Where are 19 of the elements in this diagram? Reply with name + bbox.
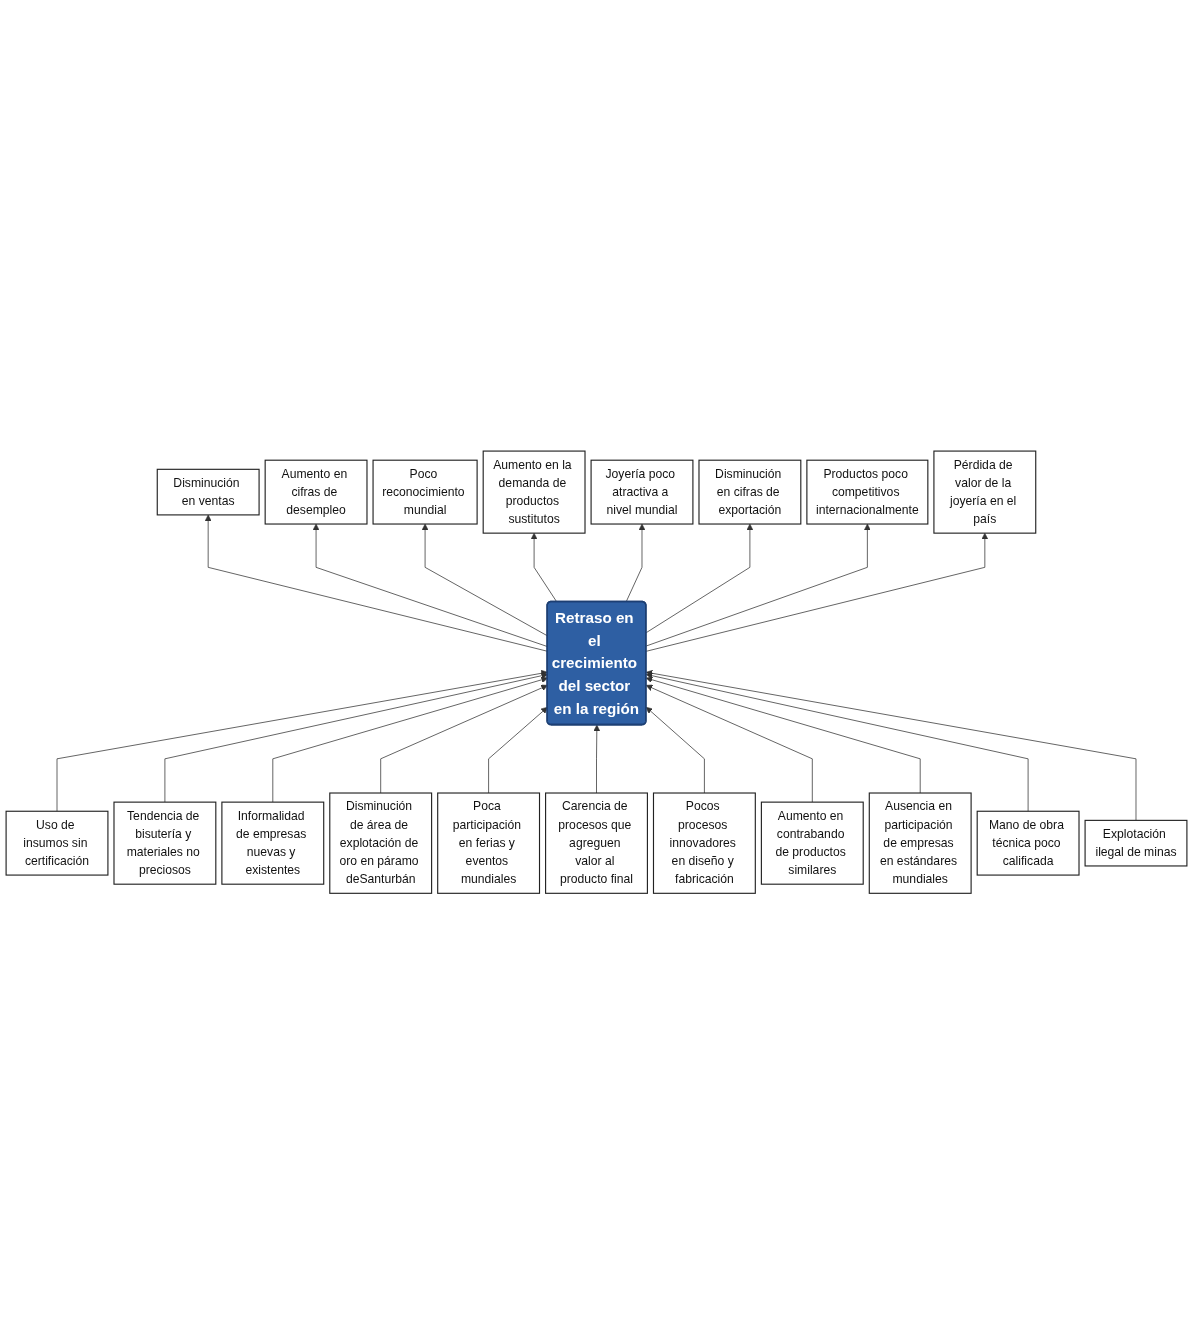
node-box: Mano de obra técnica poco calificada — [976, 810, 1080, 876]
node-box: Pérdida de valor de la joyería en el país — [933, 450, 1037, 534]
node-box: Productos poco competitivos internacionalmente — [806, 459, 929, 525]
node-box: Poca participación en ferias y eventos mundiales — [437, 792, 541, 894]
node-box: Aumento en cifras de desempleo — [264, 459, 368, 525]
node-box: Ausencia en participación de empresas en estándares mundiales — [868, 792, 972, 894]
node-box: Pocos procesos innovadores en diseño y fabricación — [652, 792, 756, 894]
node-box: Explotación ilegal de minas — [1084, 819, 1188, 867]
node-box: Disminución en ventas — [156, 468, 260, 516]
node-box: Carencia de procesos que agreguen valor al producto final — [545, 792, 648, 894]
node-box: Joyería poco atractiva a nivel mundial — [590, 459, 694, 525]
node-box: Poco reconocimiento mundial — [372, 459, 478, 525]
node-box: Disminución en cifras de exportación — [698, 459, 802, 525]
node-box: Uso de insumos sin certificación — [5, 810, 109, 876]
node-box: Informalidad de empresas nuevas y existentes — [221, 801, 325, 885]
node-box: Aumento en la demanda de productos sustitutos — [482, 450, 586, 534]
node-box: Aumento en contrabando de productos similares — [760, 801, 864, 885]
node-box: Disminución de área de explotación de oro en páramo deSanturbán — [329, 792, 433, 894]
node-box: Tendencia de bisutería y materiales no preciosos — [113, 801, 217, 885]
